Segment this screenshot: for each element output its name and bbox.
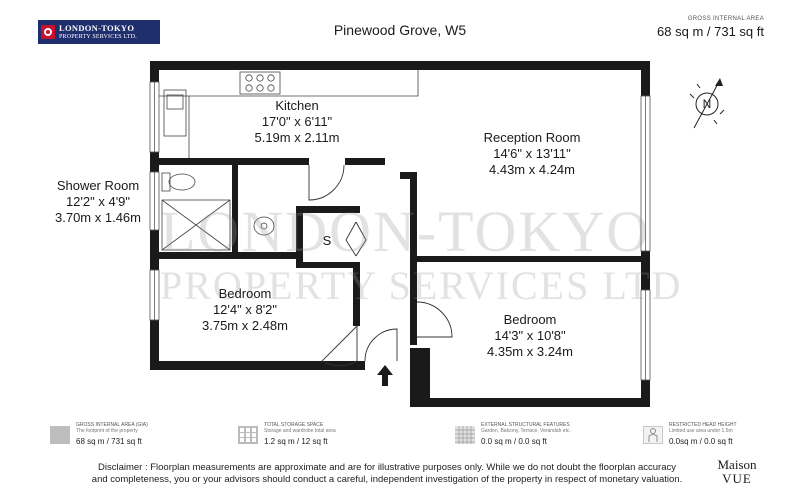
room-label-kitchen: Kitchen 17'0" x 6'11" 5.19m x 2.11m (222, 98, 372, 146)
wall-store-left (296, 206, 303, 268)
legend-desc: The footprint of the property (76, 428, 138, 434)
legend-title: GROSS INTERNAL AREA (GIA) (76, 422, 148, 428)
head-height-swatch-icon (643, 426, 663, 444)
room-imperial: 14'3" x 10'8" (494, 328, 566, 343)
wall-kitchen-hall (345, 158, 385, 165)
brand-line1: Maison (717, 457, 757, 472)
room-label-bedroom-west: Bedroom 12'4" x 8'2" 3.75m x 2.48m (175, 286, 315, 334)
kitchen-worktop (159, 70, 419, 97)
doors (308, 164, 453, 367)
legend-desc: Storage and wardrobe total area (264, 428, 336, 434)
windows (149, 81, 651, 381)
room-imperial: 17'0" x 6'11" (261, 114, 333, 129)
wall-hall-return (400, 172, 417, 179)
bathroom-fittings (161, 172, 275, 251)
room-name: Kitchen (275, 98, 319, 113)
legend-desc: Garden, Balcony, Terrace, Verandah etc. (481, 428, 571, 434)
wall-store-bottom (296, 262, 360, 268)
room-label-storage: S (317, 233, 337, 249)
door-bedroom (321, 324, 358, 367)
toilet-cistern (161, 172, 171, 192)
storage-swatch-icon (238, 426, 258, 444)
room-name: Reception Room (483, 130, 581, 145)
brand-line2: VUE (722, 471, 752, 486)
legend-title: TOTAL STORAGE SPACE (264, 422, 324, 428)
sink (163, 89, 187, 137)
logo-line1: LONDON-TOKYO (59, 23, 135, 34)
wall-shower-partition (232, 165, 238, 252)
room-imperial: 12'2" x 4'9" (65, 194, 131, 209)
toilet-bowl (168, 173, 196, 191)
legend-item-headheight: RESTRICTED HEAD HEIGHT Limited use area … (643, 422, 793, 452)
room-imperial: 14'6" x 13'11" (493, 146, 571, 161)
room-metric: 3.70m x 1.46m (55, 210, 141, 225)
external-swatch-icon (455, 426, 475, 444)
wall-bottom-left (150, 361, 365, 370)
disclaimer-line1: Disclaimer : Floorplan measurements are … (97, 462, 677, 473)
door-entrance (364, 328, 398, 362)
compass-icon (689, 78, 725, 129)
room-imperial: 12'4" x 8'2" (212, 302, 278, 317)
wall-shower-bedroom (159, 252, 299, 259)
compass-letter: N (703, 97, 712, 111)
property-address: Pinewood Grove, W5 (333, 22, 467, 38)
entrance-arrow-icon (377, 365, 393, 386)
sink-bowl (166, 94, 184, 110)
room-label-bedroom-east: Bedroom 14'3" x 10'8" 4.35m x 3.24m (460, 312, 600, 360)
room-metric: 4.43m x 4.24m (489, 162, 575, 177)
bathtub (161, 199, 231, 251)
door-bedroom-east (416, 301, 453, 338)
washbasin (253, 216, 275, 236)
area-legend: GROSS INTERNAL AREA (GIA) The footprint … (0, 422, 800, 452)
wall-reception-bedroom (417, 256, 641, 262)
room-name: Bedroom (503, 312, 557, 327)
wall-top (150, 61, 650, 70)
wall-bedroom-hall (353, 262, 360, 326)
door-kitchen (308, 164, 345, 201)
interior-walls (159, 158, 641, 345)
room-label-reception: Reception Room 14'6" x 13'11" 4.43m x 4.… (452, 130, 612, 178)
door-store-a (345, 221, 357, 257)
wall-store-top (296, 206, 360, 213)
agency-logo: LONDON-TOKYO PROPERTY SERVICES LTD. (38, 20, 160, 44)
floor-plan: N (149, 61, 725, 407)
logo-text: LONDON-TOKYO PROPERTY SERVICES LTD. (59, 24, 137, 40)
legend-value: 1.2 sq m / 12 sq ft (264, 437, 328, 446)
room-name: Shower Room (56, 178, 140, 193)
wall-kitchen-shower (159, 158, 309, 165)
door-store-b (355, 221, 367, 257)
legend-desc: Limited use area under 1.5m (669, 428, 733, 434)
gia-swatch (50, 426, 70, 444)
maison-vue-logo: Maison VUE (706, 458, 768, 486)
watermark-line2: PROPERTY SERVICES LTD (160, 263, 683, 308)
legend-value: 0.0 sq m / 0.0 sq ft (481, 437, 547, 446)
gia-value: 68 sq m / 731 sq ft (657, 24, 764, 39)
watermark-line1: LONDON-TOKYO (160, 199, 651, 264)
wall-bottom-right (410, 398, 650, 407)
room-name: Bedroom (218, 286, 272, 301)
legend-item-storage: TOTAL STORAGE SPACE Storage and wardrobe… (238, 422, 398, 452)
legend-title: RESTRICTED HEAD HEIGHT (669, 422, 737, 428)
hob (239, 71, 281, 95)
legend-value: 68 sq m / 731 sq ft (76, 437, 142, 446)
legend-value: 0.0sq m / 0.0 sq ft (669, 437, 733, 446)
room-name: S (322, 233, 332, 248)
room-metric: 3.75m x 2.48m (202, 318, 288, 333)
room-metric: 5.19m x 2.11m (254, 130, 340, 145)
room-metric: 4.35m x 3.24m (487, 344, 573, 359)
gia-label: GROSS INTERNAL AREA (687, 16, 764, 22)
logo-line2: PROPERTY SERVICES LTD. (59, 33, 137, 40)
disclaimer: Disclaimer : Floorplan measurements are … (62, 462, 712, 486)
wall-hall-reception (410, 172, 417, 345)
wall-entrance-pier (410, 348, 430, 407)
kitchen-fittings (159, 70, 419, 158)
legend-item-gia: GROSS INTERNAL AREA (GIA) The footprint … (50, 422, 210, 452)
disclaimer-line2: and completeness, you or your advisors s… (91, 474, 683, 485)
logo-emblem-icon (41, 25, 55, 39)
room-label-shower: Shower Room 12'2" x 4'9" 3.70m x 1.46m (38, 178, 158, 226)
legend-title: EXTERNAL STRUCTURAL FEATURES (481, 422, 570, 428)
legend-item-external: EXTERNAL STRUCTURAL FEATURES Garden, Bal… (455, 422, 625, 452)
